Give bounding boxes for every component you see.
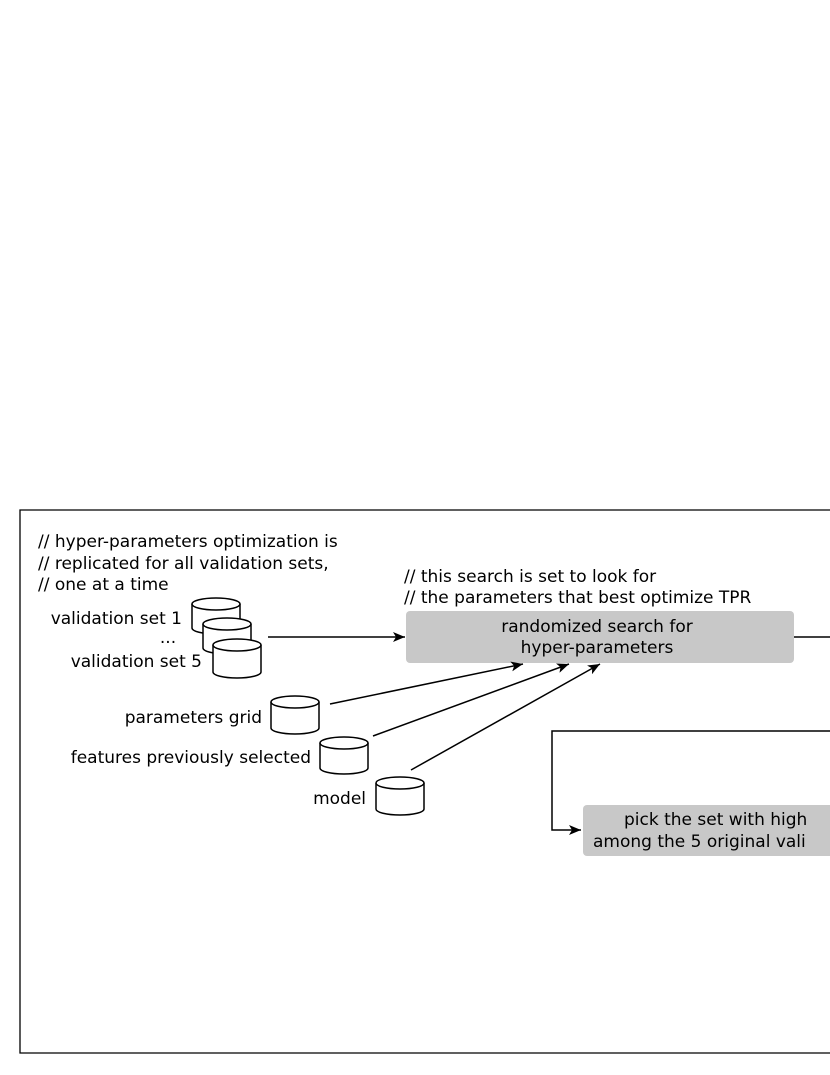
- model-database-icon: [375, 776, 425, 816]
- features-previously-selected-database-icon: [319, 736, 369, 775]
- parameters-grid-to-search-arrow: [329, 661, 524, 705]
- search-comment-line-2: // the parameters that best optimize TPR: [404, 588, 752, 608]
- pick-set-line-2: among the 5 original vali: [593, 832, 806, 852]
- parameters-grid-database-icon: [270, 695, 320, 735]
- validation-set-1-label: validation set 1: [51, 609, 182, 629]
- pick-set-process: pick the set with high among the 5 origi…: [583, 805, 830, 856]
- randomized-search-box: [406, 611, 794, 663]
- optimization-comment-line-2: // replicated for all validation sets,: [38, 554, 329, 574]
- optimization-comment-line-3: // one at a time: [38, 575, 169, 595]
- search-comment: // this search is set to look for // the…: [404, 567, 752, 608]
- randomized-search-process: randomized search for hyper-parameters: [406, 611, 794, 663]
- validation-ellipsis-label: ...: [160, 628, 176, 648]
- feedback-to-pick-arrow: [551, 730, 830, 835]
- model-to-search-arrow: [410, 663, 601, 771]
- randomized-search-line-2: hyper-parameters: [521, 638, 674, 658]
- optimization-comment-line-1: // hyper-parameters optimization is: [38, 532, 338, 552]
- model-label: model: [313, 789, 366, 809]
- optimization-comment: // hyper-parameters optimization is // r…: [38, 532, 338, 595]
- parameters-grid-label: parameters grid: [125, 708, 262, 728]
- validation-set-5-label: validation set 5: [71, 652, 202, 672]
- pick-set-line-1: pick the set with high: [624, 810, 807, 830]
- randomized-search-line-1: randomized search for: [501, 617, 692, 637]
- outer-frame: [19, 509, 830, 1054]
- search-comment-line-1: // this search is set to look for: [404, 567, 656, 587]
- features-to-search-arrow: [372, 663, 570, 737]
- features-previously-selected-label: features previously selected: [71, 748, 311, 768]
- pick-set-box: [583, 805, 830, 856]
- validation-set-5-database-icon: [212, 638, 262, 679]
